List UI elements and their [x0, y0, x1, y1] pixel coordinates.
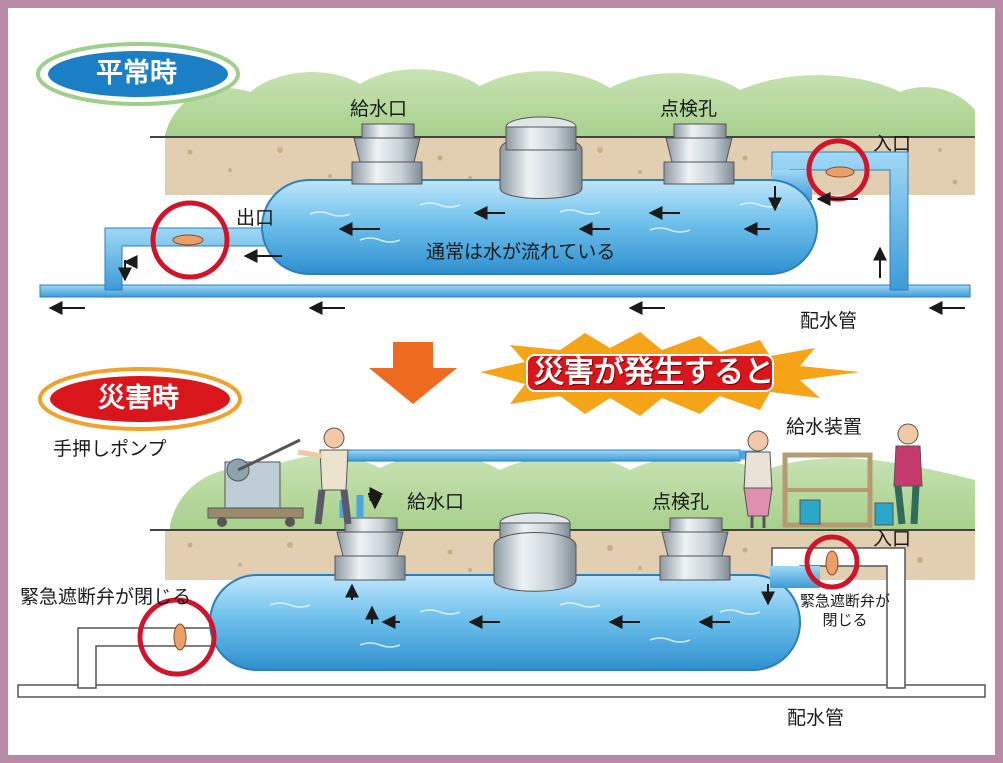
inspection-hole-fixture-bottom [659, 517, 731, 581]
normal-inspection-hole-label: 点検孔 [660, 98, 718, 120]
flow-arrows-bottom [345, 487, 775, 629]
normal-outlet-label: 出口 [236, 207, 275, 229]
disaster-distribution-pipe-label: 配水管 [787, 707, 845, 729]
distribution-pipe-bottom [17, 684, 986, 698]
valve-left-label: 緊急遮断弁が閉じる [20, 586, 192, 608]
grass-top [165, 69, 975, 137]
normal-panel [36, 42, 975, 315]
normal-badge-fill [48, 51, 228, 97]
valve-right-bottom [825, 550, 839, 576]
normal-inlet-label: 入口 [873, 133, 912, 155]
disaster-inspection-hole-label: 点検孔 [652, 491, 710, 513]
supply-device-label: 給水装置 [786, 416, 863, 438]
water-ripples-top [309, 202, 781, 243]
inlet-valve-top [825, 166, 855, 178]
hand-pump-label: 手押しポンプ [53, 438, 167, 460]
outlet-valve-circle-top [150, 200, 230, 280]
burst-label: 災害が発生すると [534, 355, 774, 390]
distribution-pipe-top [39, 284, 971, 298]
grass-bottom [170, 454, 975, 530]
supply-port-fixture-bottom [334, 517, 406, 581]
disaster-badge-fill [50, 376, 230, 422]
water-ripples-bottom [269, 602, 761, 648]
manhole-bottom [493, 512, 577, 592]
down-arrow [369, 342, 457, 404]
valve-left-circle [137, 597, 217, 677]
disaster-badge-label: 災害時 [98, 383, 179, 414]
normal-flow-note-label: 通常は水が流れている [426, 241, 616, 263]
flow-arrows-top [48, 186, 965, 315]
pump-hose-supply [339, 449, 741, 462]
valve-left-bottom [173, 623, 187, 651]
inlet-pipe [771, 151, 909, 291]
manhole-top [499, 116, 583, 199]
person-pumping [297, 427, 352, 525]
supply-device [782, 452, 894, 528]
valve-right-label: 緊急遮断弁が 閉じる [800, 592, 891, 629]
normal-distribution-pipe-label: 配水管 [800, 310, 858, 332]
supply-port-fixture-top [351, 123, 423, 185]
man-at-tap [893, 423, 923, 525]
transition [369, 332, 860, 416]
disaster-panel [17, 367, 986, 698]
normal-supply-port-label: 給水口 [350, 98, 408, 120]
disaster-inlet-label: 入口 [873, 528, 912, 550]
normal-badge-label: 平常時 [96, 58, 177, 89]
valve-right-circle [804, 534, 860, 590]
hand-pump [207, 438, 304, 527]
inspection-hole-fixture-top [663, 123, 735, 185]
disaster-supply-port-label: 給水口 [407, 491, 465, 513]
outlet-valve-top [172, 234, 204, 246]
burst-banner [526, 354, 774, 392]
woman-at-tap [743, 430, 773, 528]
soil-dots-bottom [187, 542, 923, 572]
